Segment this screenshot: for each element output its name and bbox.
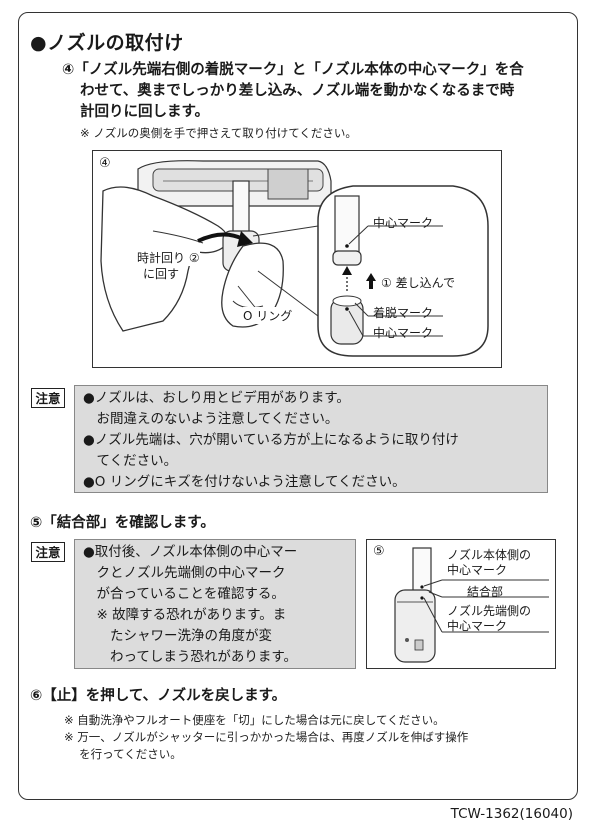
- label-clockwise-2: に回す: [143, 265, 180, 282]
- caution-tag: 注意: [31, 388, 65, 408]
- step6-note: ※ 自動洗浄やフルオート便座を「切」にした場合は元に戻してください。: [64, 713, 445, 727]
- caution1-line: てください。: [83, 453, 178, 469]
- label-tip-center-2: 中心マーク: [447, 619, 508, 633]
- caution-tag: 注意: [31, 542, 65, 562]
- caution2-line: クとノズル先端側の中心マーク: [83, 565, 286, 581]
- step4-text: ④「ノズル先端右側の着脱マーク」と「ノズル本体の中心マーク」を合 わせて、奥まで…: [62, 60, 524, 123]
- caution2-line: ※ 故障する恐れがあります。ま: [83, 607, 287, 623]
- step5-title: ⑤「結合部」を確認します。: [30, 515, 215, 531]
- label-detach-mark: 着脱マーク: [373, 306, 434, 320]
- step6-title: ⑥【止】を押して、ノズルを戻します。: [30, 688, 287, 704]
- figure5-number: ⑤: [373, 544, 385, 559]
- caution1-line: ●ノズル先端は、穴が開いている方が上になるように取り付け: [83, 432, 459, 448]
- caution1-text: ●ノズルは、おしり用とビデ用があります。 お間違えのないよう注意してください。 …: [83, 388, 459, 493]
- caution2-line: が合っていることを確認する。: [83, 586, 285, 602]
- caution1-line: ●O リングにキズを付けないよう注意してください。: [83, 474, 406, 490]
- caution2-line: ●取付後、ノズル本体側の中心マー: [83, 544, 298, 560]
- step6-note: ※ 万一、ノズルがシャッターに引っかかった場合は、再度ノズルを伸ばす操作: [64, 730, 469, 744]
- figure-4: ④ 中心マーク ① 差し込んで 着脱マーク 中心マーク 時計回り ② に回す O…: [92, 150, 502, 368]
- step4-line: わせて、奥までしっかり差し込み、ノズル端を動かなくなるまで時: [80, 83, 515, 99]
- label-center-mark-top: 中心マーク: [373, 216, 434, 230]
- caution1-line: ●ノズルは、おしり用とビデ用があります。: [83, 390, 350, 406]
- caution1-line: お間違えのないよう注意してください。: [83, 411, 339, 427]
- label-body-center-1: ノズル本体側の: [447, 548, 532, 562]
- caution2-line: わってしまう恐れがあります。: [83, 649, 297, 665]
- step6-notes: ※ 自動洗浄やフルオート便座を「切」にした場合は元に戻してください。 ※ 万一、…: [64, 712, 468, 763]
- joint-check-illustration: [394, 547, 549, 663]
- section-title: ●ノズルの取付け: [30, 32, 184, 54]
- figure-5: ⑤ ノズル本体側の 中心マーク 結合部 ノズル先端側の 中心マーク: [366, 539, 556, 669]
- step6-note: を行ってください。: [64, 747, 182, 761]
- step4-line: 計回りに回します。: [80, 104, 210, 120]
- label-center-mark-bottom: 中心マーク: [373, 326, 434, 340]
- caution-box-1: ●ノズルは、おしり用とビデ用があります。 お間違えのないよう注意してください。 …: [74, 385, 548, 493]
- label-tip-center-1: ノズル先端側の: [447, 604, 532, 618]
- label-body-center-2: 中心マーク: [447, 563, 508, 577]
- nozzle-attach-illustration: [100, 160, 489, 357]
- figure4-number: ④: [99, 156, 111, 171]
- label-joint: 結合部: [467, 585, 504, 599]
- label-o-ring: O リング: [243, 307, 293, 324]
- step4-note: ※ ノズルの奥側を手で押さえて取り付けてください。: [80, 126, 357, 140]
- caution2-text: ●取付後、ノズル本体側の中心マー クとノズル先端側の中心マーク が合っていること…: [83, 542, 297, 668]
- label-clockwise-1: 時計回り ②: [137, 249, 200, 266]
- page-frame: [18, 12, 578, 800]
- document-code: TCW-1362(16040): [450, 806, 573, 822]
- caution2-line: たシャワー洗浄の角度が変: [83, 628, 272, 644]
- caution-box-2: ●取付後、ノズル本体側の中心マー クとノズル先端側の中心マーク が合っていること…: [74, 539, 356, 669]
- step4-line: ④「ノズル先端右側の着脱マーク」と「ノズル本体の中心マーク」を合: [62, 62, 524, 78]
- label-insert: ① 差し込んで: [381, 276, 455, 290]
